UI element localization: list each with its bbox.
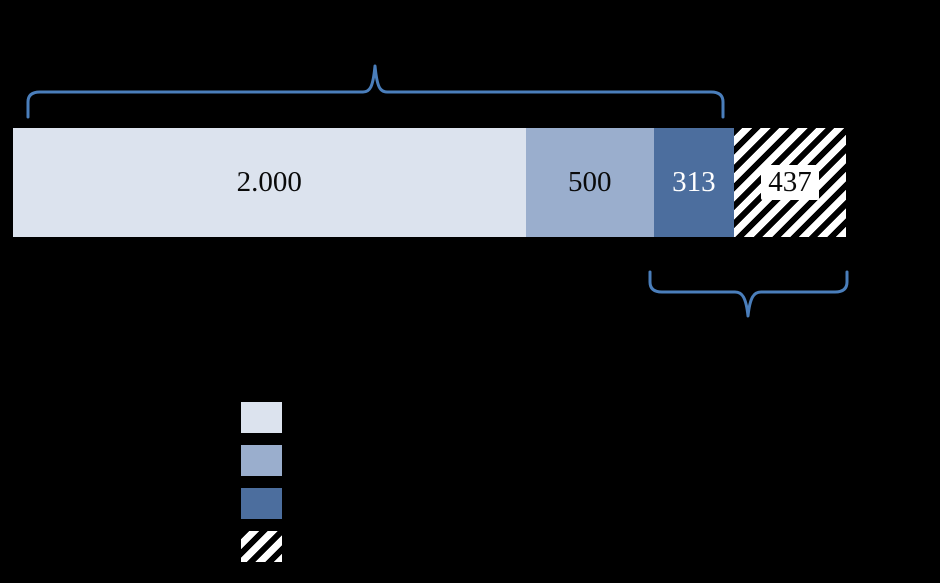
- bar-segment-4: 437: [733, 128, 846, 237]
- segment-1-value-label: 2.000: [236, 166, 302, 198]
- segment-2-value-label: 500: [567, 166, 612, 198]
- segment-3-value-label: 313: [672, 166, 716, 198]
- legend: [241, 402, 282, 562]
- bar-segment-1: 2.000: [13, 128, 526, 237]
- stacked-bar: 2.000 500 313 437: [13, 128, 846, 237]
- bar-segment-2: 500: [525, 128, 654, 237]
- bar-segment-3: 313: [653, 128, 734, 237]
- top-brace: [26, 64, 725, 119]
- legend-swatch-1: [241, 402, 282, 433]
- legend-swatch-4: [241, 531, 282, 562]
- segment-4-value-label: 437: [761, 165, 819, 200]
- legend-swatch-2: [241, 445, 282, 476]
- legend-swatch-3: [241, 488, 282, 519]
- bottom-brace: [648, 270, 849, 318]
